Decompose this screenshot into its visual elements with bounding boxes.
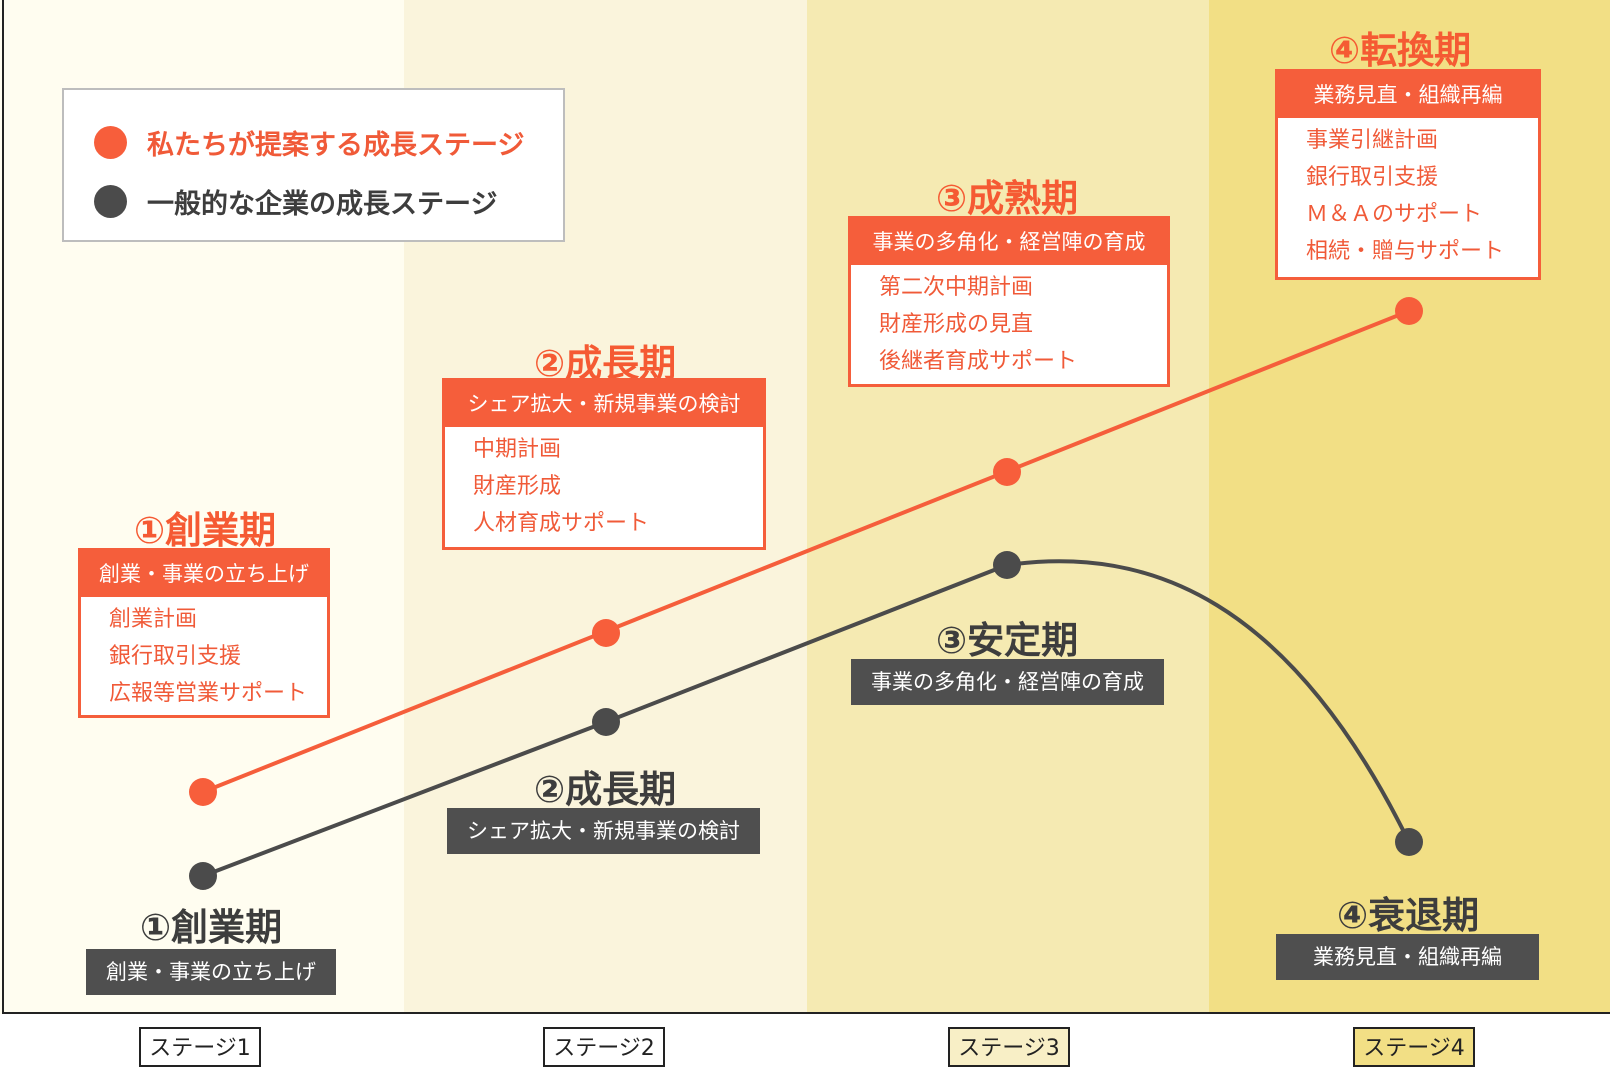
proposed-stage-1-item: 銀行取引支援	[109, 644, 242, 669]
general-stage-1-label: 創業・事業の立ち上げ	[86, 949, 336, 995]
axis-frame	[2, 0, 1610, 1014]
proposed-stage-3-box: 事業の多角化・経営陣の育成 第二次中期計画 財産形成の見直 後継者育成サポート	[848, 216, 1170, 387]
proposed-stage-1-header: 創業・事業の立ち上げ	[81, 551, 327, 597]
x-axis-label-stage-1: ステージ1	[139, 1027, 261, 1067]
proposed-stage-2-item: 中期計画	[473, 437, 562, 462]
general-growth-line	[202, 559, 1411, 878]
proposed-stage-2-item: 財産形成	[473, 474, 562, 499]
proposed-stage-2-title: ②成長期	[533, 342, 677, 385]
gray-dot-icon	[94, 185, 127, 218]
proposed-stage-2-box: シェア拡大・新規事業の検討 中期計画 財産形成 人材育成サポート	[442, 378, 766, 550]
legend: 私たちが提案する成長ステージ 一般的な企業の成長ステージ	[62, 88, 565, 242]
general-stage-4-title: ④衰退期	[1336, 894, 1480, 937]
proposed-stage-3-item: 後継者育成サポート	[879, 349, 1078, 374]
general-stage-4-label: 業務見直・組織再編	[1276, 934, 1539, 980]
proposed-stage-1-item: 創業計画	[109, 607, 198, 632]
proposed-stage-3-item: 第二次中期計画	[879, 275, 1034, 300]
general-point-2	[592, 708, 620, 736]
proposed-stage-1-item: 広報等営業サポート	[109, 681, 308, 706]
general-stage-3-title: ③安定期	[935, 619, 1079, 662]
general-point-4	[1395, 828, 1423, 856]
general-stage-3-label: 事業の多角化・経営陣の育成	[851, 659, 1164, 705]
general-stage-2-label: シェア拡大・新規事業の検討	[447, 808, 760, 854]
proposed-point-4	[1395, 297, 1423, 325]
legend-item-proposed: 私たちが提案する成長ステージ	[94, 123, 524, 162]
legend-label-general: 一般的な企業の成長ステージ	[147, 189, 498, 220]
general-point-3	[993, 551, 1021, 579]
proposed-stage-1-title: ①創業期	[133, 509, 277, 552]
proposed-stage-2-header: シェア拡大・新規事業の検討	[445, 381, 763, 427]
proposed-stage-4-item: 銀行取引支援	[1306, 165, 1439, 190]
stage-band-3	[807, 0, 1209, 1014]
proposed-stage-3-header: 事業の多角化・経営陣の育成	[851, 219, 1167, 265]
orange-dot-icon	[94, 126, 127, 159]
proposed-stage-4-item: Ｍ＆Ａのサポート	[1306, 202, 1483, 227]
x-axis-label-stage-3: ステージ3	[948, 1027, 1070, 1067]
x-axis-label-stage-2: ステージ2	[543, 1027, 665, 1067]
proposed-stage-3-title: ③成熟期	[935, 177, 1079, 220]
proposed-stage-4-item: 事業引継計画	[1306, 128, 1439, 153]
general-stage-2-title: ②成長期	[533, 768, 677, 811]
proposed-stage-4-item: 相続・贈与サポート	[1306, 239, 1505, 264]
x-axis-label-stage-4: ステージ4	[1353, 1027, 1475, 1067]
proposed-stage-3-item: 財産形成の見直	[879, 312, 1034, 337]
proposed-growth-line	[202, 309, 1410, 794]
proposed-stage-2-item: 人材育成サポート	[473, 511, 650, 536]
proposed-stage-4-title: ④転換期	[1328, 29, 1472, 72]
proposed-point-2	[592, 619, 620, 647]
general-point-1	[189, 862, 217, 890]
legend-item-general: 一般的な企業の成長ステージ	[94, 182, 497, 221]
proposed-point-3	[993, 458, 1021, 486]
legend-label-proposed: 私たちが提案する成長ステージ	[147, 130, 525, 161]
proposed-stage-4-header: 業務見直・組織再編	[1278, 72, 1538, 118]
proposed-stage-4-box: 業務見直・組織再編 事業引継計画 銀行取引支援 Ｍ＆Ａのサポート 相続・贈与サポ…	[1275, 69, 1541, 280]
proposed-stage-1-box: 創業・事業の立ち上げ 創業計画 銀行取引支援 広報等営業サポート	[78, 548, 330, 718]
general-stage-1-title: ①創業期	[139, 906, 283, 949]
proposed-point-1	[189, 778, 217, 806]
